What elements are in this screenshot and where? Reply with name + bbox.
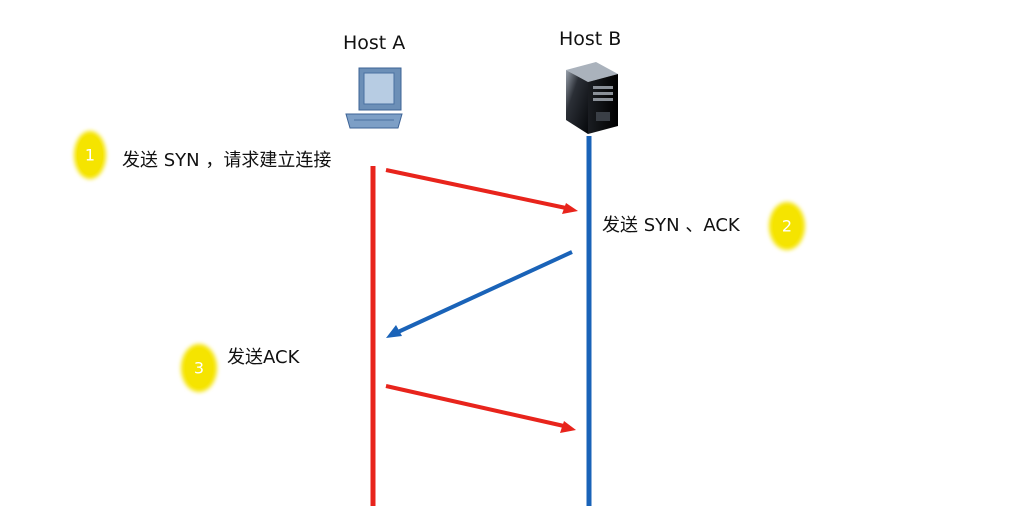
step-1: 1 发送 SYN ，请求建立连接 xyxy=(74,131,331,179)
arrow-syn xyxy=(385,168,578,214)
step-2-number: 2 xyxy=(782,217,792,236)
step-3-number: 3 xyxy=(194,359,204,378)
arrow-ack xyxy=(385,384,576,433)
step-2-text: 发送 SYN 、ACK xyxy=(602,215,741,236)
step-3: 3 发送ACK xyxy=(181,344,301,392)
arrow-syn-ack xyxy=(386,250,573,338)
host-a-label: Host A xyxy=(343,32,405,54)
step-1-number: 1 xyxy=(85,146,95,165)
host-b-label: Host B xyxy=(559,28,621,50)
desktop-computer-icon xyxy=(345,67,403,129)
step-1-text: 发送 SYN ，请求建立连接 xyxy=(122,150,331,171)
server-tower-icon xyxy=(566,62,618,134)
step-2: 2 发送 SYN 、ACK xyxy=(602,202,805,250)
step-3-text: 发送ACK xyxy=(227,347,301,368)
